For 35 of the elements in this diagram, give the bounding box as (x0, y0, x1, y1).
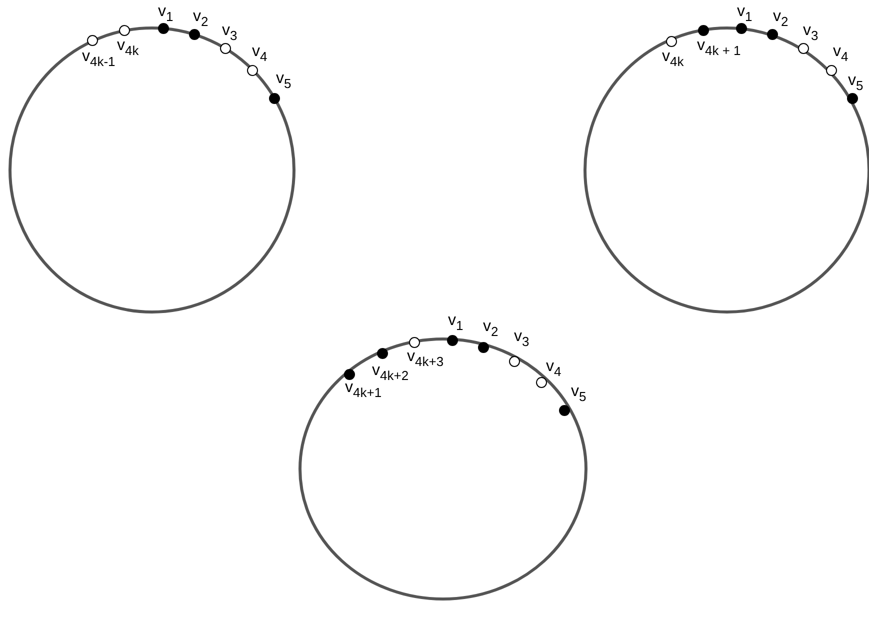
filled-vertex (766, 28, 778, 40)
filled-vertex (698, 24, 708, 36)
vertex-label: v$_{5}$ (848, 72, 864, 90)
vertex-label: v$_{2}$ (483, 318, 498, 336)
vertex-label: v$_{3}$ (803, 22, 818, 40)
filled-vertex (446, 334, 458, 346)
vertex-label: v$_{4k+2}$ (372, 362, 409, 380)
vertex-label: v$_{4}$ (833, 43, 848, 61)
filled-vertex (158, 22, 168, 34)
hollow-vertex (408, 336, 420, 348)
vertex-label: v$_{3}$ (222, 22, 238, 40)
vertex-label: v$_{4k+1}$ (345, 379, 382, 397)
hollow-vertex (220, 42, 230, 54)
vertex-label: v$_{2}$ (193, 8, 208, 26)
vertex-label: v$_{4k}$ (662, 48, 684, 66)
vertex-label: v$_{4}$ (252, 43, 268, 61)
vertex-label: v$_{5}$ (276, 70, 292, 88)
hollow-vertex (118, 24, 130, 36)
filled-vertex (846, 92, 858, 104)
hollow-vertex (86, 34, 98, 46)
hollow-vertex (826, 64, 836, 76)
vertex-label: v$_{1}$ (158, 3, 174, 21)
vertex-label: v$_{1}$ (737, 3, 752, 21)
hollow-vertex (798, 42, 808, 54)
vertex-label: v$_{4k}$ (117, 37, 139, 55)
vertex-label: v$_{4}$ (546, 358, 562, 376)
vertex-label: v$_{1}$ (448, 312, 464, 330)
filled-vertex (736, 22, 746, 34)
vertex-label: v$_{4k + 1}$ (697, 37, 741, 55)
vertex-label: v$_{4k+3}$ (407, 348, 444, 366)
vertex-label: v$_{2}$ (773, 8, 788, 26)
filled-vertex (188, 28, 200, 40)
vertex-label: v$_{3}$ (514, 328, 530, 346)
vertex-label: v$_{5}$ (571, 383, 586, 401)
vertex-label: v$_{4k-1}$ (82, 48, 116, 66)
